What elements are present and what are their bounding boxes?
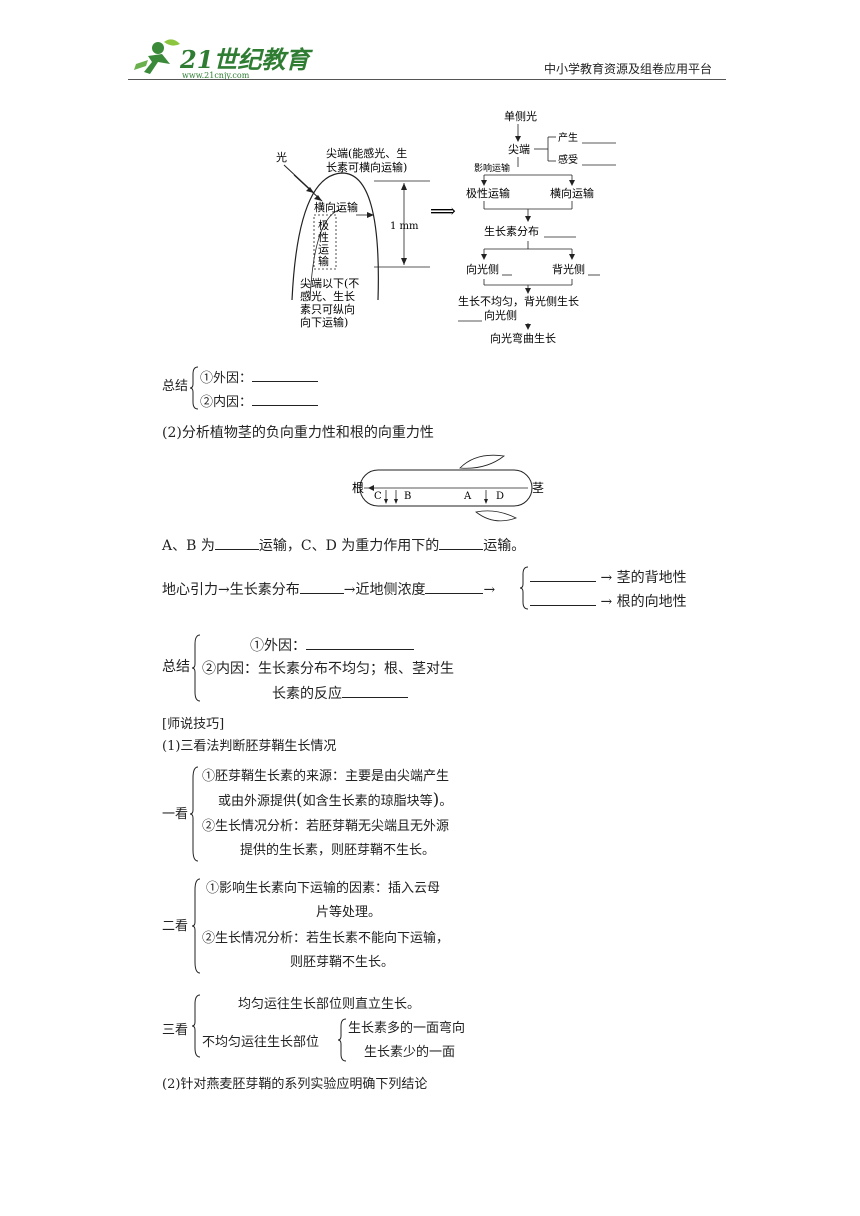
polar-box — [313, 214, 337, 270]
figure-coleoptile: 光 尖端(能感光、生 长素可横向运输) 1 mm 横向运输 极 性 运 输 尖端… — [276, 109, 616, 345]
label-stem: 茎 — [532, 481, 544, 495]
flow-back-side: 背光侧 — [552, 262, 585, 276]
flow-distribution: 生长素分布 — [484, 224, 539, 238]
coleoptile-outline — [291, 172, 379, 301]
label-polar: 输 — [318, 254, 329, 268]
label-lateral: 横向运输 — [314, 200, 358, 214]
flow-light-side: 向光侧 — [466, 262, 499, 276]
tips-sub2: (2)针对燕麦胚芽鞘的系列实验应明确下列结论 — [162, 1077, 428, 1092]
label-D: D — [496, 491, 504, 502]
leaf-icon — [459, 454, 505, 469]
label-polar: 极 — [318, 218, 329, 232]
label-C: C — [374, 491, 382, 502]
flow-bend: 向光弯曲生长 — [490, 331, 556, 345]
flow-uneven: 生长不均匀，背光侧生长 — [458, 294, 579, 308]
summary-ext: ①外因： — [200, 368, 319, 387]
coleoptile-inner — [309, 208, 343, 301]
label-A: A — [463, 491, 472, 502]
figure-gravity: 根 茎 C B A D — [352, 454, 544, 522]
flow-produce: 产生 — [558, 131, 578, 144]
header-rule — [128, 79, 726, 80]
label-B: B — [404, 491, 411, 502]
tips-heading: [师说技巧] — [162, 717, 225, 732]
label-below: 素只可纵向 — [300, 302, 355, 316]
flow-lateral: 横向运输 — [550, 186, 594, 200]
logo-text: 21世纪教育 — [179, 45, 313, 74]
summary-int: ②内因： — [200, 392, 319, 411]
summary-label: 总结 — [162, 659, 190, 675]
label-dimension: 1 mm — [390, 221, 419, 232]
label-below: 感光、生长 — [300, 289, 355, 303]
question-2-title: (2)分析植物茎的负向重力性和根的向重力性 — [162, 425, 434, 441]
tips-sub1: (1)三看法判断胚芽鞘生长情况 — [162, 739, 337, 754]
plant-outline — [359, 469, 533, 507]
flow-sense: 感受 — [558, 153, 578, 166]
flow-toward: 向光侧 — [484, 308, 517, 322]
logo-url: www.21cnjy.com — [182, 71, 250, 80]
brace-icon — [337, 1018, 347, 1062]
label-below: 向下运输) — [300, 315, 348, 329]
label-light: 光 — [276, 150, 287, 164]
flow-tip: 尖端 — [508, 143, 530, 156]
brace-icon — [191, 994, 201, 1058]
label-root: 根 — [352, 481, 364, 495]
label-tip: 长素可横向运输) — [326, 160, 407, 174]
implies-arrow: ⟹ — [430, 201, 456, 222]
platform-name: 中小学教育资源及组卷应用平台 — [544, 62, 713, 76]
summary-label: 总结 — [162, 379, 189, 394]
brace-icon — [189, 766, 199, 862]
flow-single-light: 单侧光 — [504, 109, 537, 123]
label-below: 尖端以下(不 — [300, 277, 359, 290]
brace-icon — [189, 366, 199, 410]
label-polar: 性 — [318, 230, 329, 244]
ab-line: A、B 为运输，C、D 为重力作用下的运输。 — [162, 538, 526, 554]
label-tip: 尖端(能感光、生 — [326, 146, 407, 160]
brace-icon — [519, 566, 529, 610]
flow-polar: 极性运输 — [466, 186, 510, 200]
label-polar: 运 — [318, 243, 329, 256]
leaf-icon — [475, 510, 518, 522]
logo-icon: 21世纪教育 www.21cnjy.com — [134, 39, 313, 80]
brace-icon — [191, 634, 201, 702]
flow-affect: 影响运输 — [474, 162, 510, 174]
brace-icon — [191, 878, 201, 974]
